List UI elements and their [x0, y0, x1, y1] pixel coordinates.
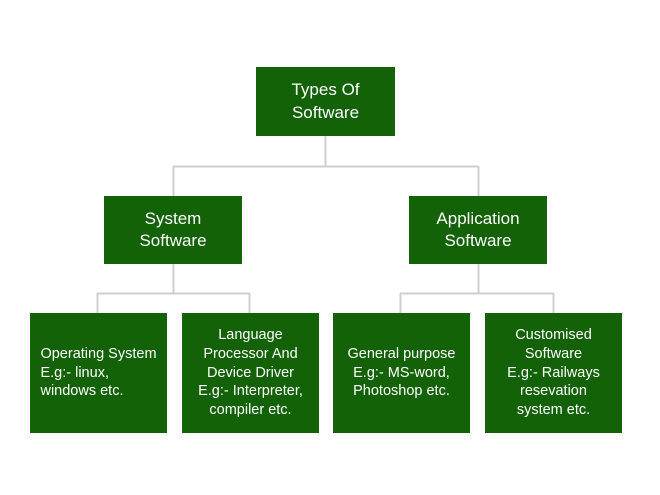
node-label: General purpose E.g:- MS-word, Photoshop… [347, 345, 456, 400]
node-label: Operating System E.g:- linux, windows et… [40, 345, 157, 400]
node-label: Customised Software E.g:- Railways resev… [507, 326, 600, 419]
node-system-software[interactable]: System Software [104, 196, 242, 264]
node-language-processor-device-driver[interactable]: Language Processor And Device Driver E.g… [182, 313, 319, 433]
node-customised-software[interactable]: Customised Software E.g:- Railways resev… [485, 313, 622, 433]
node-application-software[interactable]: Application Software [409, 196, 547, 264]
node-types-of-software[interactable]: Types Of Software [256, 67, 395, 136]
node-label: Application Software [436, 208, 520, 250]
node-general-purpose[interactable]: General purpose E.g:- MS-word, Photoshop… [333, 313, 470, 433]
node-label: System Software [139, 208, 207, 250]
node-operating-system[interactable]: Operating System E.g:- linux, windows et… [30, 313, 167, 433]
node-label: Language Processor And Device Driver E.g… [198, 326, 303, 419]
node-label: Types Of Software [291, 80, 360, 122]
